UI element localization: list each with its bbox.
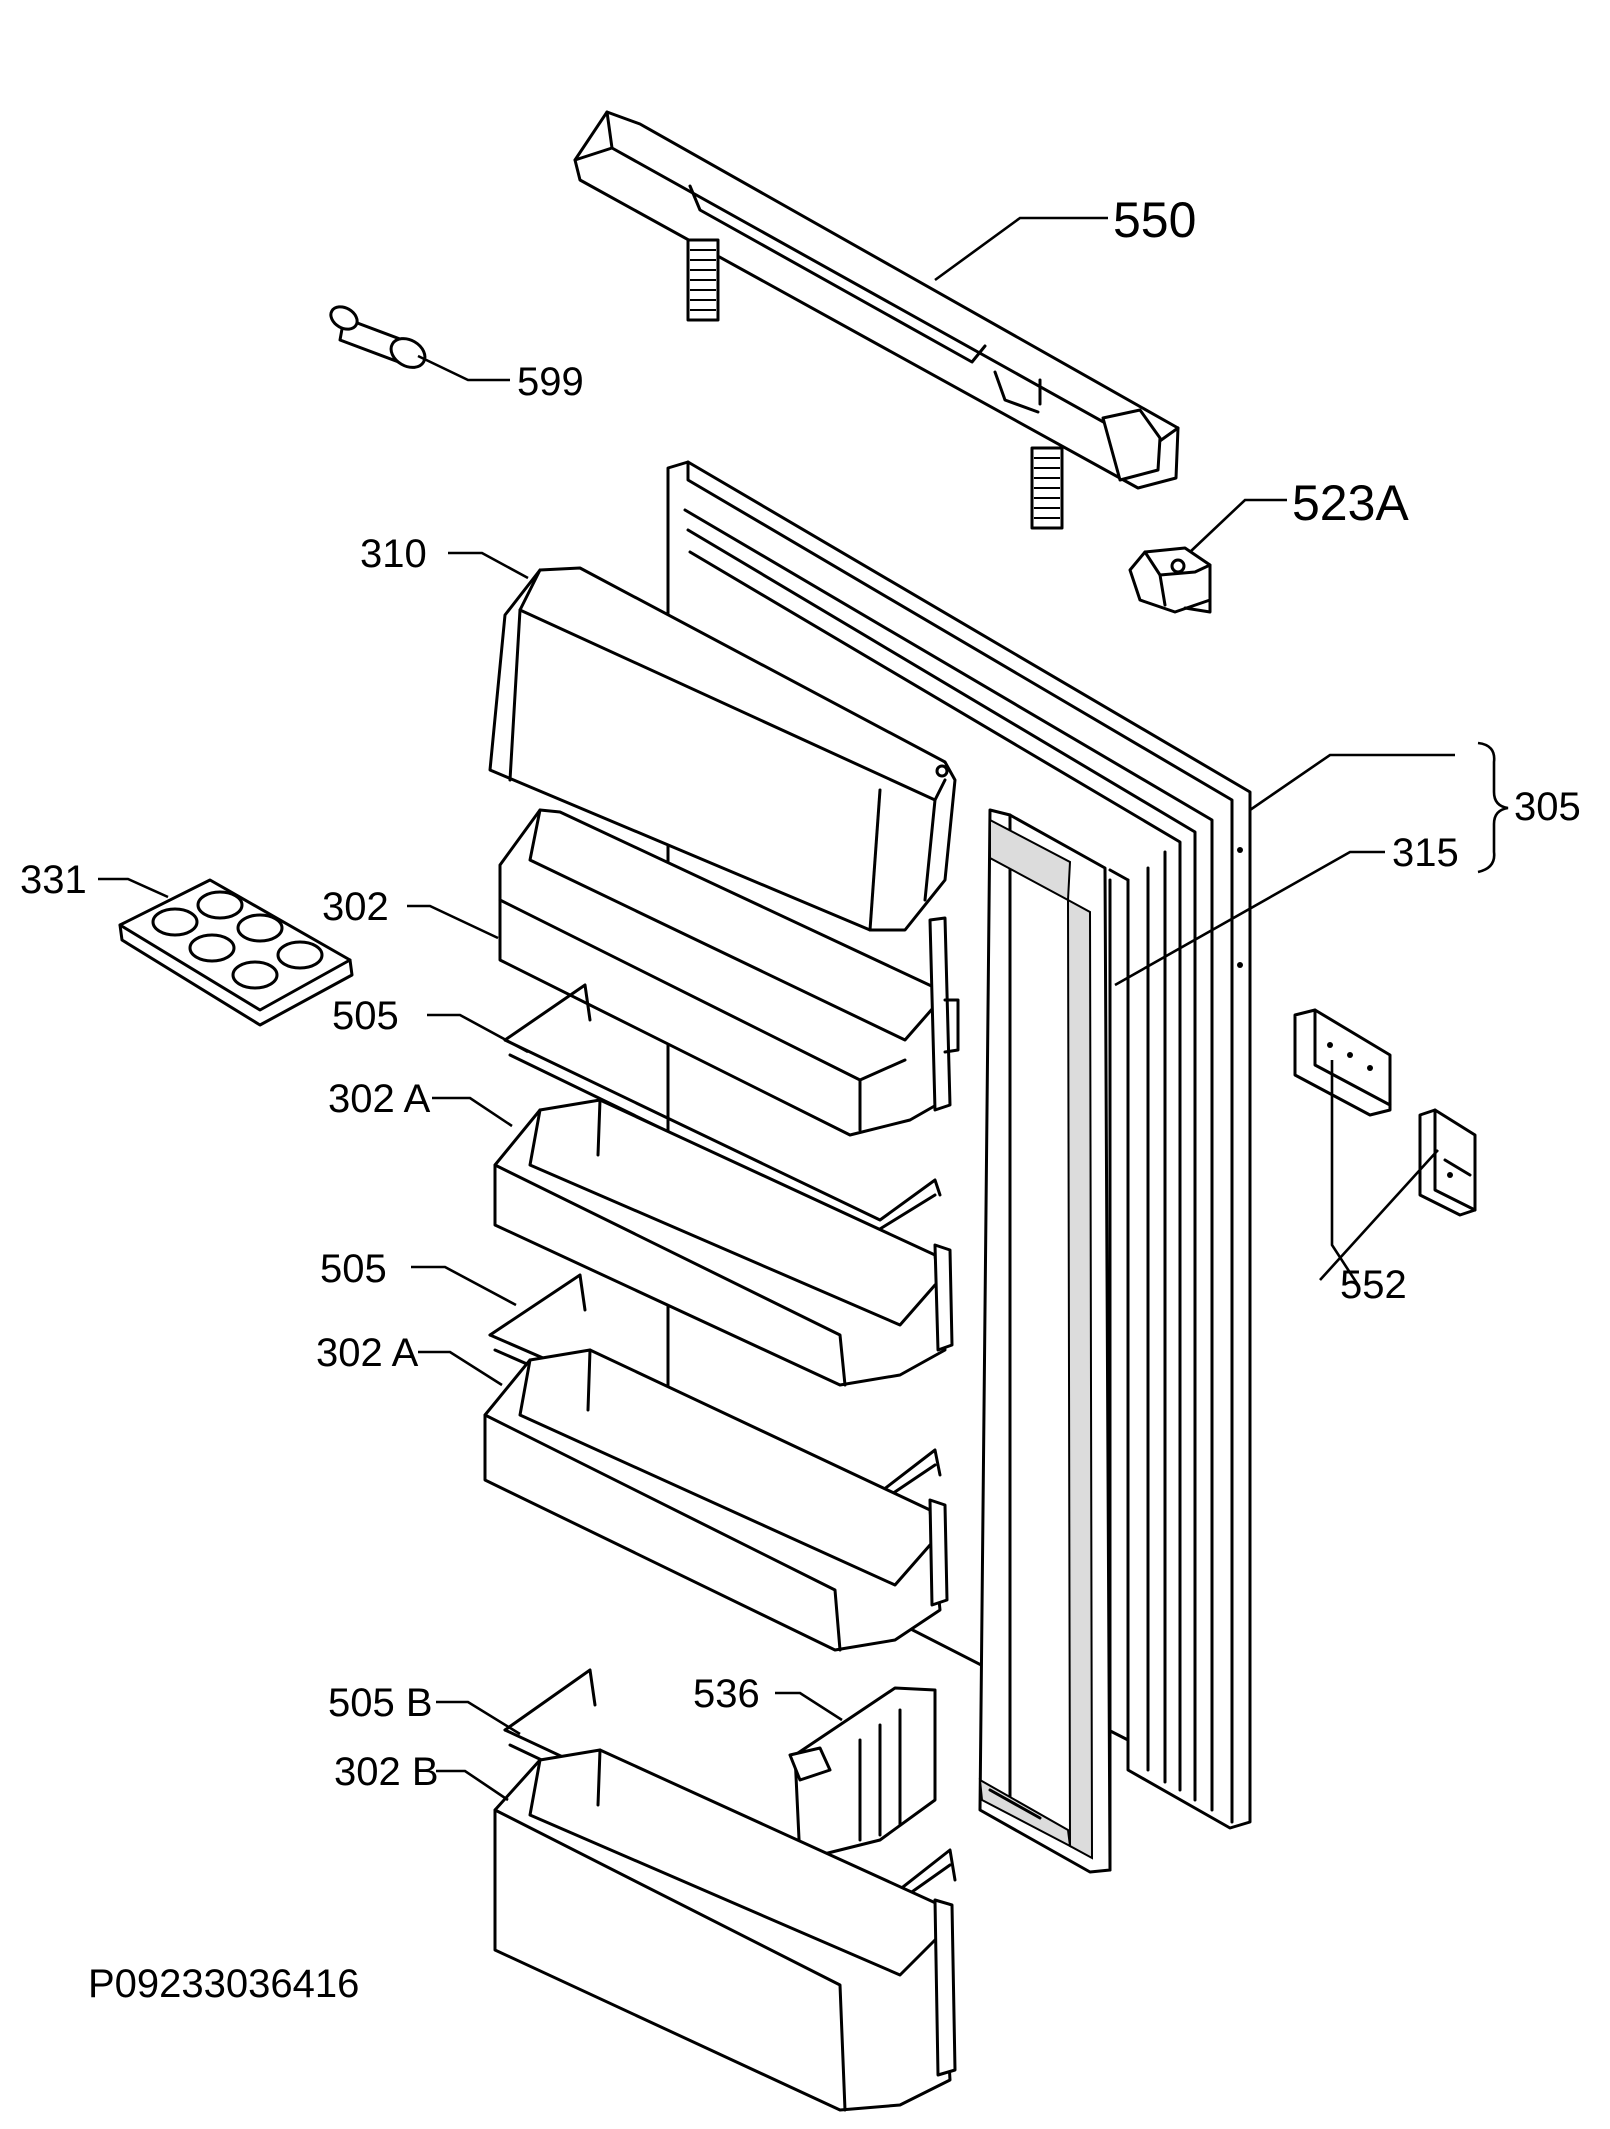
label-505b: 505 B [328, 1681, 433, 1725]
part-310-lid [488, 566, 957, 932]
label-302a-middle: 302 A [316, 1331, 419, 1375]
label-310: 310 [360, 532, 427, 576]
label-302: 302 [322, 885, 389, 929]
label-505-upper: 505 [332, 994, 399, 1038]
part-315-gasket [978, 808, 1130, 1874]
label-552: 552 [1340, 1263, 1407, 1307]
drawing-code: P09233036416 [88, 1962, 359, 2006]
label-523a: 523A [1292, 475, 1409, 531]
label-550: 550 [1113, 192, 1196, 248]
part-331-egg-tray [118, 878, 354, 1027]
label-315: 315 [1392, 831, 1459, 875]
label-599: 599 [517, 360, 584, 404]
part-labels: 550 599 523A 310 305 315 331 302 505 302… [20, 192, 1581, 2006]
leader-lines [98, 216, 1509, 1802]
part-550-hinge-cover [573, 110, 1180, 530]
part-302a-upper-shelf [493, 1098, 954, 1387]
label-302a-upper: 302 A [328, 1077, 431, 1121]
part-536-divider [788, 1686, 937, 1862]
label-331: 331 [20, 858, 87, 902]
part-599-pin [329, 305, 427, 369]
part-552-hinge-brackets [1293, 1008, 1477, 1217]
label-305: 305 [1514, 785, 1581, 829]
label-536: 536 [693, 1672, 760, 1716]
label-302b: 302 B [334, 1750, 439, 1794]
part-302b-lower-shelf [493, 1748, 957, 2112]
part-523a-clip [1128, 546, 1212, 614]
part-302a-middle-shelf [483, 1348, 949, 1652]
label-505-middle: 505 [320, 1247, 387, 1291]
part-302-upper-shelf [498, 808, 960, 1137]
